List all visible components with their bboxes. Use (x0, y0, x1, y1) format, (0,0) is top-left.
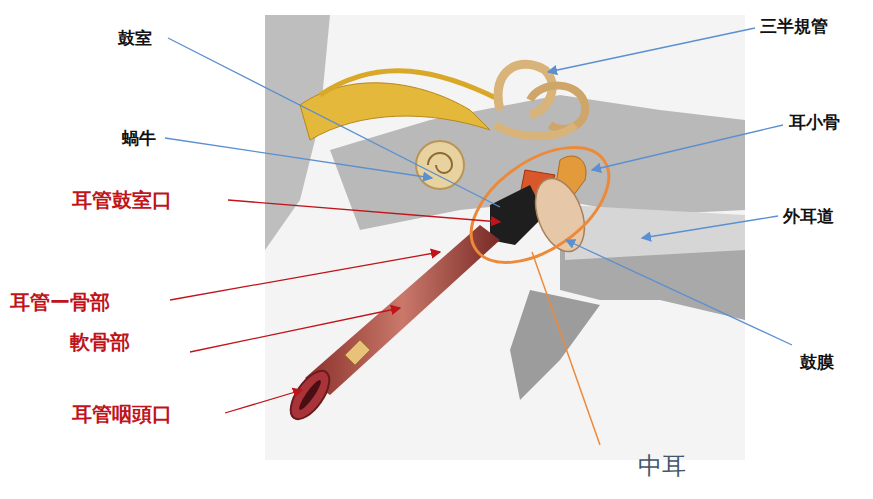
leader-line (642, 216, 778, 238)
cochlea (416, 141, 464, 189)
eustachian-tube (305, 225, 500, 395)
part-label: 耳小骨 (789, 112, 840, 133)
part-label: 蝸牛 (122, 128, 156, 149)
tube-cartilage (345, 340, 370, 365)
leader-line (190, 308, 400, 352)
part-label: 耳管ー骨部 (10, 290, 110, 314)
semicircular-canal (495, 125, 575, 136)
part-label: 外耳道 (783, 206, 834, 227)
nerve (320, 71, 500, 100)
middle-ear-outline (451, 124, 629, 286)
cochlea (428, 153, 452, 173)
part-label: 耳管咽頭口 (72, 402, 172, 426)
leader-line (548, 28, 755, 72)
leader-line (228, 200, 500, 222)
part-label: 軟骨部 (70, 330, 130, 354)
region-label: 中耳 (638, 452, 686, 480)
plate (265, 15, 745, 460)
part-label: 三半規管 (760, 16, 828, 37)
part-label: 鼓膜 (800, 352, 834, 373)
part-label: 耳管鼓室口 (72, 188, 172, 212)
leader-line (532, 252, 600, 445)
leader-line (168, 38, 500, 207)
leader-line (566, 240, 792, 345)
leader-line (592, 125, 783, 170)
styloid-process (510, 290, 600, 400)
leader-line (170, 252, 440, 300)
part-label: 鼓室 (118, 28, 152, 49)
leader-line (225, 390, 302, 413)
pharyngeal-opening (283, 365, 336, 426)
pharyngeal-opening (296, 378, 323, 412)
leader-line (165, 138, 432, 178)
semicircular-canal (530, 86, 585, 129)
